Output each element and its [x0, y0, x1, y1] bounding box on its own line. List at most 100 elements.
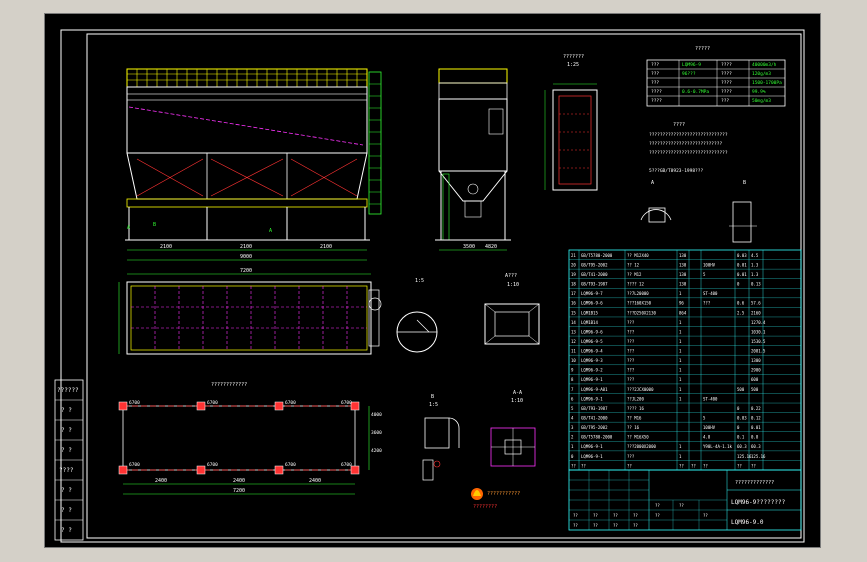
parts-cell: LQM96-9-5 [581, 339, 603, 344]
scale-label: 1:25 [567, 62, 579, 68]
req-line: 5???GB/T8923-1998??? [649, 168, 703, 174]
section-label: A-A [513, 390, 522, 396]
drawing-title: LQM96-9???????? [731, 499, 786, 506]
section-label: A [127, 225, 130, 231]
parts-cell: ??? [627, 368, 635, 373]
parts-cell: 15 [571, 310, 576, 315]
parts-cell: ?? M16X50 [627, 435, 649, 440]
foundation-plan[interactable]: ???????????? 2400 2400 2400 7200 [118, 382, 382, 495]
view-label: A??? [505, 273, 517, 279]
parts-cell: 16 [571, 301, 576, 306]
parts-cell: 19 [571, 272, 576, 277]
parts-cell: 0.01 [737, 272, 747, 277]
parts-cell: GB/T5780-2000 [581, 253, 613, 258]
dim-label: 2400 [233, 478, 245, 484]
section-label: A [269, 228, 272, 234]
parts-cell: 9 [571, 368, 574, 373]
tech-params-table[interactable]: ????? ??? LQM96-9 ???? 40000m3/h ??? 96?… [646, 46, 786, 107]
parts-cell: ST-400 [703, 291, 718, 296]
left-strip-cell: ? ? [61, 427, 72, 434]
parts-cell: LQM96-9-2 [581, 368, 603, 373]
plan-view[interactable]: 7200 [118, 268, 382, 355]
tech-cell: ??? [651, 62, 659, 68]
parts-cell: ?? 16 [627, 425, 640, 430]
left-strip-cell: ? ? [61, 507, 72, 514]
parts-cell: 0.01 [737, 262, 747, 267]
tech-cell: ??? [651, 71, 659, 77]
section-label: B [431, 394, 434, 400]
parts-cell: 2.5 [737, 310, 745, 315]
tech-title: ????? [695, 46, 710, 52]
tb-cell: ?? [633, 513, 638, 518]
scale-label: 1:5 [429, 402, 438, 408]
parts-cell: 2081.5 [751, 349, 766, 354]
pulse-valve-detail[interactable]: ??????? 1:25 [544, 54, 598, 191]
parts-cell: 500 [751, 387, 759, 392]
parts-cell: LQM96-9-7 [581, 291, 603, 296]
parts-cell: ??? [703, 301, 711, 306]
title-block[interactable]: ????????????? LQM96-9???????? LQM96-9.0 … [568, 469, 802, 531]
view-a-detail[interactable]: A??? 1:10 [484, 273, 540, 345]
foundation-label: 6700 [129, 400, 140, 406]
parts-cell: LQM1B15 [581, 310, 598, 315]
parts-cell: GB/T95-2002 [581, 425, 608, 430]
section-aa-detail[interactable]: A-A 1:10 [490, 390, 536, 467]
drawing-canvas[interactable]: ?????? ? ? ? ? ? ? ???? ? ? ? ? ? ? [44, 13, 821, 548]
technical-requirements[interactable]: ???? ????????????????????????????? ?????… [649, 122, 728, 174]
parts-cell: 57.6 [751, 301, 761, 306]
logo-text: ??????????? [487, 491, 520, 497]
tech-cell: ???? [651, 98, 662, 104]
parts-cell: 0.01 [751, 425, 761, 430]
left-strip-cell: ? ? [61, 407, 72, 414]
parts-cell: 17 [571, 291, 576, 296]
parts-cell: ??? [627, 349, 635, 354]
parts-cell: ?? M16 [627, 415, 642, 420]
parts-cell: 1530.5 [751, 339, 766, 344]
parts-cell: 0 [737, 406, 740, 411]
parts-cell: ???2JCX0000 [627, 387, 654, 392]
parts-cell: ??? [627, 454, 635, 459]
dim-label: 2100 [240, 244, 252, 250]
parts-cell: LQM96-9-6 [581, 329, 603, 334]
title-caption: ????????????? [735, 480, 774, 486]
parts-cell: 1 [679, 387, 682, 392]
parts-cell: 100HV [703, 425, 716, 430]
company-logo: ??????????? ???????? [471, 488, 520, 510]
parts-cell: 6 [571, 396, 574, 401]
parts-cell: ?? [571, 463, 576, 468]
left-strip-cell: ???? [59, 467, 74, 474]
parts-cell: 0.03 [737, 415, 747, 420]
dim-label: 9000 [240, 254, 252, 260]
foundation-label: 6700 [285, 400, 296, 406]
dim-label: 3600 [371, 430, 382, 436]
parts-cell: ??JL200 [627, 396, 644, 401]
section-a-detail[interactable]: 1:5 [396, 278, 438, 353]
tb-cell: ?? [633, 523, 638, 528]
parts-cell: 1 [679, 329, 682, 334]
dim-label: 2400 [155, 478, 167, 484]
parts-cell: GB/T41-2000 [581, 272, 608, 277]
side-elevation-view[interactable]: 3500 4820 [435, 68, 511, 251]
dim-label: 2100 [320, 244, 332, 250]
parts-cell: 1 [679, 368, 682, 373]
parts-cell: ?? M12X40 [627, 253, 649, 258]
parts-cell: 125.16 [737, 454, 752, 459]
parts-cell: ??? [627, 358, 635, 363]
parts-cell: 5 [703, 415, 706, 420]
detail-b-view[interactable]: B [729, 180, 757, 243]
front-elevation-view[interactable]: 2100 2100 2100 9000 A A B [125, 68, 382, 261]
section-b-detail[interactable]: B 1:5 [422, 394, 460, 481]
parts-cell: 1 [679, 339, 682, 344]
foundation-label: 6700 [207, 462, 218, 468]
detail-a-view[interactable]: A [640, 180, 672, 223]
parts-cell: 20 [571, 262, 576, 267]
parts-cell: 5 [571, 406, 574, 411]
parts-cell: 4.5 [751, 253, 759, 258]
parts-cell: 1270.4 [751, 320, 766, 325]
parts-cell: 0 [571, 454, 574, 459]
parts-cell: ??7L20000 [627, 291, 649, 296]
parts-cell: LQM96-9-A01 [581, 387, 608, 392]
foundation-label: 6700 [341, 462, 352, 468]
